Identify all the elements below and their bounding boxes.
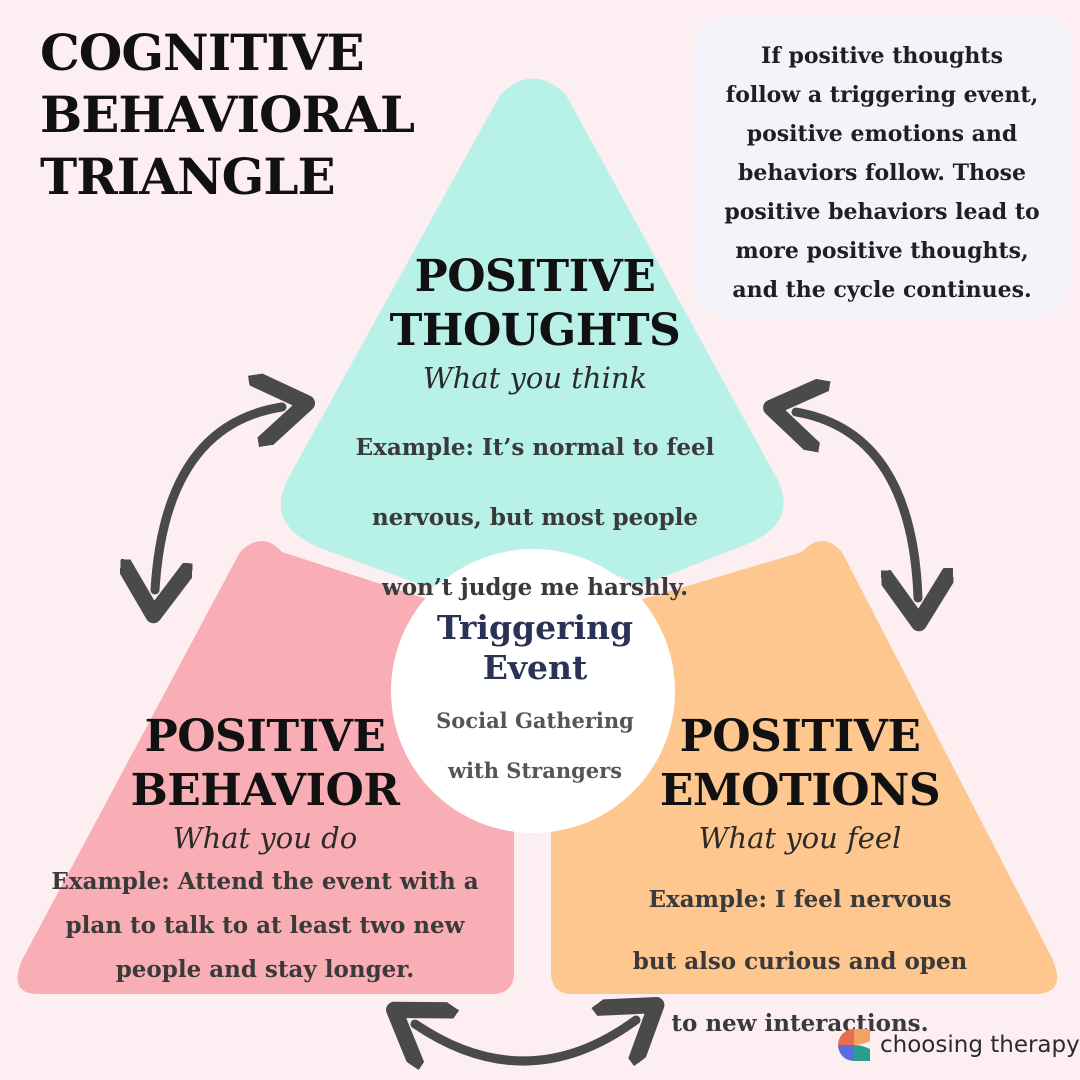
brand-logo: choosing therapy — [836, 1026, 1080, 1064]
title-line: BEHAVIORAL — [40, 85, 415, 144]
info-line: positive behaviors lead to — [724, 199, 1040, 225]
info-line: follow a triggering event, — [725, 82, 1039, 108]
trigger-example: with Strangers — [447, 758, 623, 783]
choosing-therapy-logo-icon — [838, 1029, 870, 1061]
behavior-title: POSITIVE — [144, 711, 386, 762]
emotions-block: POSITIVE EMOTIONS What you feel Example:… — [590, 710, 1010, 1044]
behavior-triangle — [17, 541, 515, 994]
thoughts-block: POSITIVE THOUGHTS What you think Example… — [330, 250, 740, 608]
info-line: more positive thoughts, — [735, 238, 1029, 264]
emotions-example: but also curious and open — [632, 948, 968, 975]
behavior-block: POSITIVE BEHAVIOR What you do Example: A… — [30, 710, 500, 990]
page-title: COGNITIVE BEHAVIORAL TRIANGLE — [40, 22, 415, 208]
thoughts-example: Example: It’s normal to feel — [355, 434, 715, 461]
behavior-title: BEHAVIOR — [130, 765, 400, 816]
thoughts-example: nervous, but most people — [371, 504, 699, 531]
behavior-example: Example: Attend the event with a — [51, 868, 479, 895]
info-line: If positive thoughts — [761, 43, 1003, 69]
title-line: TRIANGLE — [40, 147, 336, 206]
trigger-block: Triggering Event Social Gathering with S… — [395, 608, 675, 788]
info-line: behaviors follow. Those — [737, 160, 1027, 186]
title-line: COGNITIVE — [40, 23, 365, 82]
trigger-title: Triggering — [436, 608, 634, 647]
info-box: If positive thoughts follow a triggering… — [693, 15, 1071, 317]
emotions-example: to new interactions. — [671, 1010, 929, 1037]
trigger-example: Social Gathering — [436, 708, 634, 733]
emotions-triangle — [551, 541, 1058, 994]
trigger-circle — [391, 549, 675, 833]
cycle-arrow-icon-bottom — [415, 1020, 636, 1061]
thoughts-triangle — [280, 78, 784, 588]
thoughts-title: POSITIVE — [414, 251, 656, 302]
thoughts-subtitle: What you think — [422, 361, 648, 395]
trigger-title: Event — [482, 648, 588, 687]
emotions-title: POSITIVE — [679, 711, 921, 762]
emotions-example: Example: I feel nervous — [648, 886, 952, 913]
info-line: and the cycle continues. — [732, 277, 1032, 303]
thoughts-title: THOUGHTS — [389, 305, 681, 356]
emotions-title: EMOTIONS — [659, 765, 941, 816]
emotions-subtitle: What you feel — [698, 821, 902, 855]
behavior-subtitle: What you do — [172, 821, 358, 855]
info-line: positive emotions and — [746, 121, 1018, 147]
cycle-arrow-icon-right — [796, 412, 918, 598]
behavior-example: people and stay longer. — [115, 956, 415, 983]
brand-name: choosing therapy — [880, 1032, 1080, 1058]
thoughts-example: won’t judge me harshly. — [381, 574, 689, 601]
behavior-example: plan to talk to at least two new — [65, 912, 465, 939]
cycle-arrow-icon-left — [155, 407, 282, 590]
